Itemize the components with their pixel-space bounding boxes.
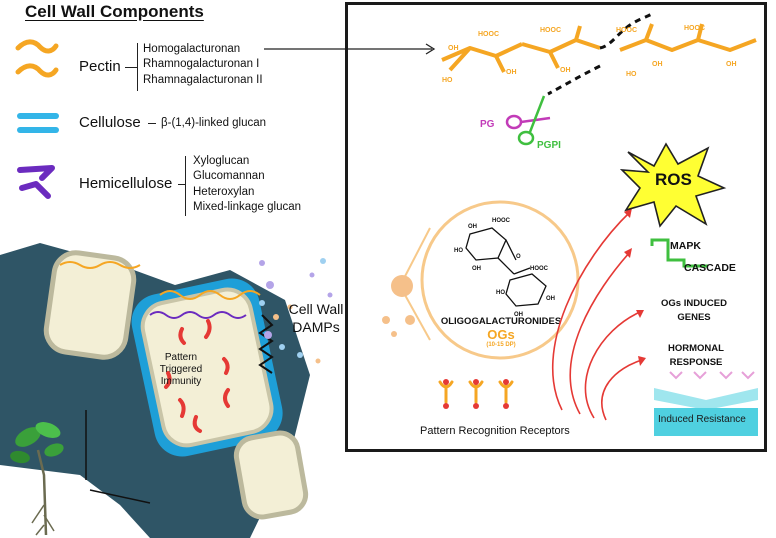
hormone-marks [669, 371, 755, 380]
cascade-label: CASCADE [684, 262, 736, 274]
pti-line: Triggered [159, 364, 203, 375]
homogalacturonan-arrow [264, 43, 436, 55]
plant-cells-illustration [0, 243, 333, 538]
cellulose-subtype: β-(1,4)-linked glucan [161, 117, 267, 129]
pectin-icon [15, 39, 59, 78]
og-label: HO [496, 290, 505, 296]
signaling-panel [345, 2, 767, 452]
hemicellulose-subtypes: Xyloglucan Glucomannan Heteroxylan Mixed… [193, 154, 301, 215]
genes-label: OGs INDUCED GENES [654, 297, 734, 325]
hormonal-line: HORMONAL [668, 343, 724, 354]
pg-pgpi-complex [505, 64, 601, 146]
hemicellulose-label: Hemicellulose [79, 175, 173, 192]
damps-line: DAMPs [292, 319, 340, 335]
chain-label: HO [442, 77, 453, 84]
chain-label: HO [626, 71, 637, 78]
chain-label: HOOC [540, 27, 561, 34]
chain-label: HOOC [478, 31, 499, 38]
pectin-subtype: Rhamnogalacturonan I [143, 58, 260, 71]
og-label: HO [454, 248, 463, 254]
og-label: HOOC [492, 218, 511, 224]
chain-label: OH [448, 45, 459, 52]
components-title: Cell Wall Components [25, 2, 204, 21]
og-label: OH [546, 296, 555, 302]
pectin-subtype: Rhamnagalacturonan II [143, 73, 263, 86]
ros-star [620, 142, 727, 228]
mapk-icon [650, 238, 708, 268]
chain-label: OH [560, 67, 571, 74]
hormonal-label: HORMONAL RESPONSE [656, 342, 736, 370]
og-label: OH [468, 224, 477, 230]
og-dp: (10-15 DP) [486, 342, 516, 348]
og-label: OH [472, 266, 481, 272]
pti-line: Immunity [160, 376, 202, 387]
pectin-subtype: Homogalacturonan [143, 43, 241, 55]
cellulose-icon [17, 113, 59, 133]
receptor-icons [438, 379, 514, 409]
chain-label: OH [652, 61, 663, 68]
pgpi-label: PGPI [537, 140, 561, 151]
hemicellulose-icon [17, 165, 55, 199]
seedling-icon [10, 422, 64, 536]
chain-label: HOOC [684, 25, 705, 32]
hemicellulose-subtype: Heteroxylan [193, 185, 255, 198]
og-label: O [516, 254, 521, 260]
og-label: HOOC [530, 266, 549, 272]
hemicellulose-subtype: Xyloglucan [193, 155, 250, 167]
ros-label: ROS [655, 170, 692, 189]
pti-line: Pattern [164, 352, 198, 363]
og-name: OLIGOGALACTURONIDES [440, 316, 562, 327]
damps-label: Cell Wall DAMPs [283, 300, 349, 336]
cell-center [131, 278, 283, 457]
og-diagram: OH HOOC HO OH O HOOC HO OH OH [382, 200, 580, 360]
resistance-shape [654, 388, 758, 436]
og-label: OH [514, 312, 523, 318]
chain-label: OH [506, 69, 517, 76]
resistance-label: Induced Resistance [658, 414, 746, 425]
pectin-subtypes: Homogalacturonan Rhamnogalacturonan I Rh… [143, 42, 263, 88]
pectin-bracket [137, 43, 138, 91]
damps-line: Cell Wall [288, 301, 344, 317]
og-text: OLIGOGALACTURONIDES OGs (10-15 DP) [431, 316, 571, 348]
mapk-label: MAPK [670, 240, 701, 252]
og-abbr: OGs [487, 327, 515, 342]
pti-label: Pattern Triggered Immunity [146, 352, 216, 388]
pectin-chain: OH HOOC OH HO HOOC OH HOOC OH HOOC OH HO [441, 12, 757, 84]
receptors-label: Pattern Recognition Receptors [420, 425, 570, 437]
genes-line: OGs INDUCED [661, 298, 727, 309]
cellulose-label: Cellulose [79, 114, 141, 131]
hemicellulose-subtype: Glucomannan [193, 170, 265, 183]
damp-particles [259, 258, 333, 364]
hemicellulose-bracket [185, 156, 186, 216]
chain-label: OH [726, 61, 737, 68]
genes-line: GENES [677, 312, 711, 323]
hormonal-line: RESPONSE [669, 357, 723, 368]
pectin-label: Pectin [79, 58, 121, 75]
pg-label: PG [480, 119, 495, 130]
hemicellulose-subtype: Mixed-linkage glucan [193, 200, 302, 213]
chain-label: HOOC [616, 27, 637, 34]
signal-arrows [552, 208, 646, 421]
